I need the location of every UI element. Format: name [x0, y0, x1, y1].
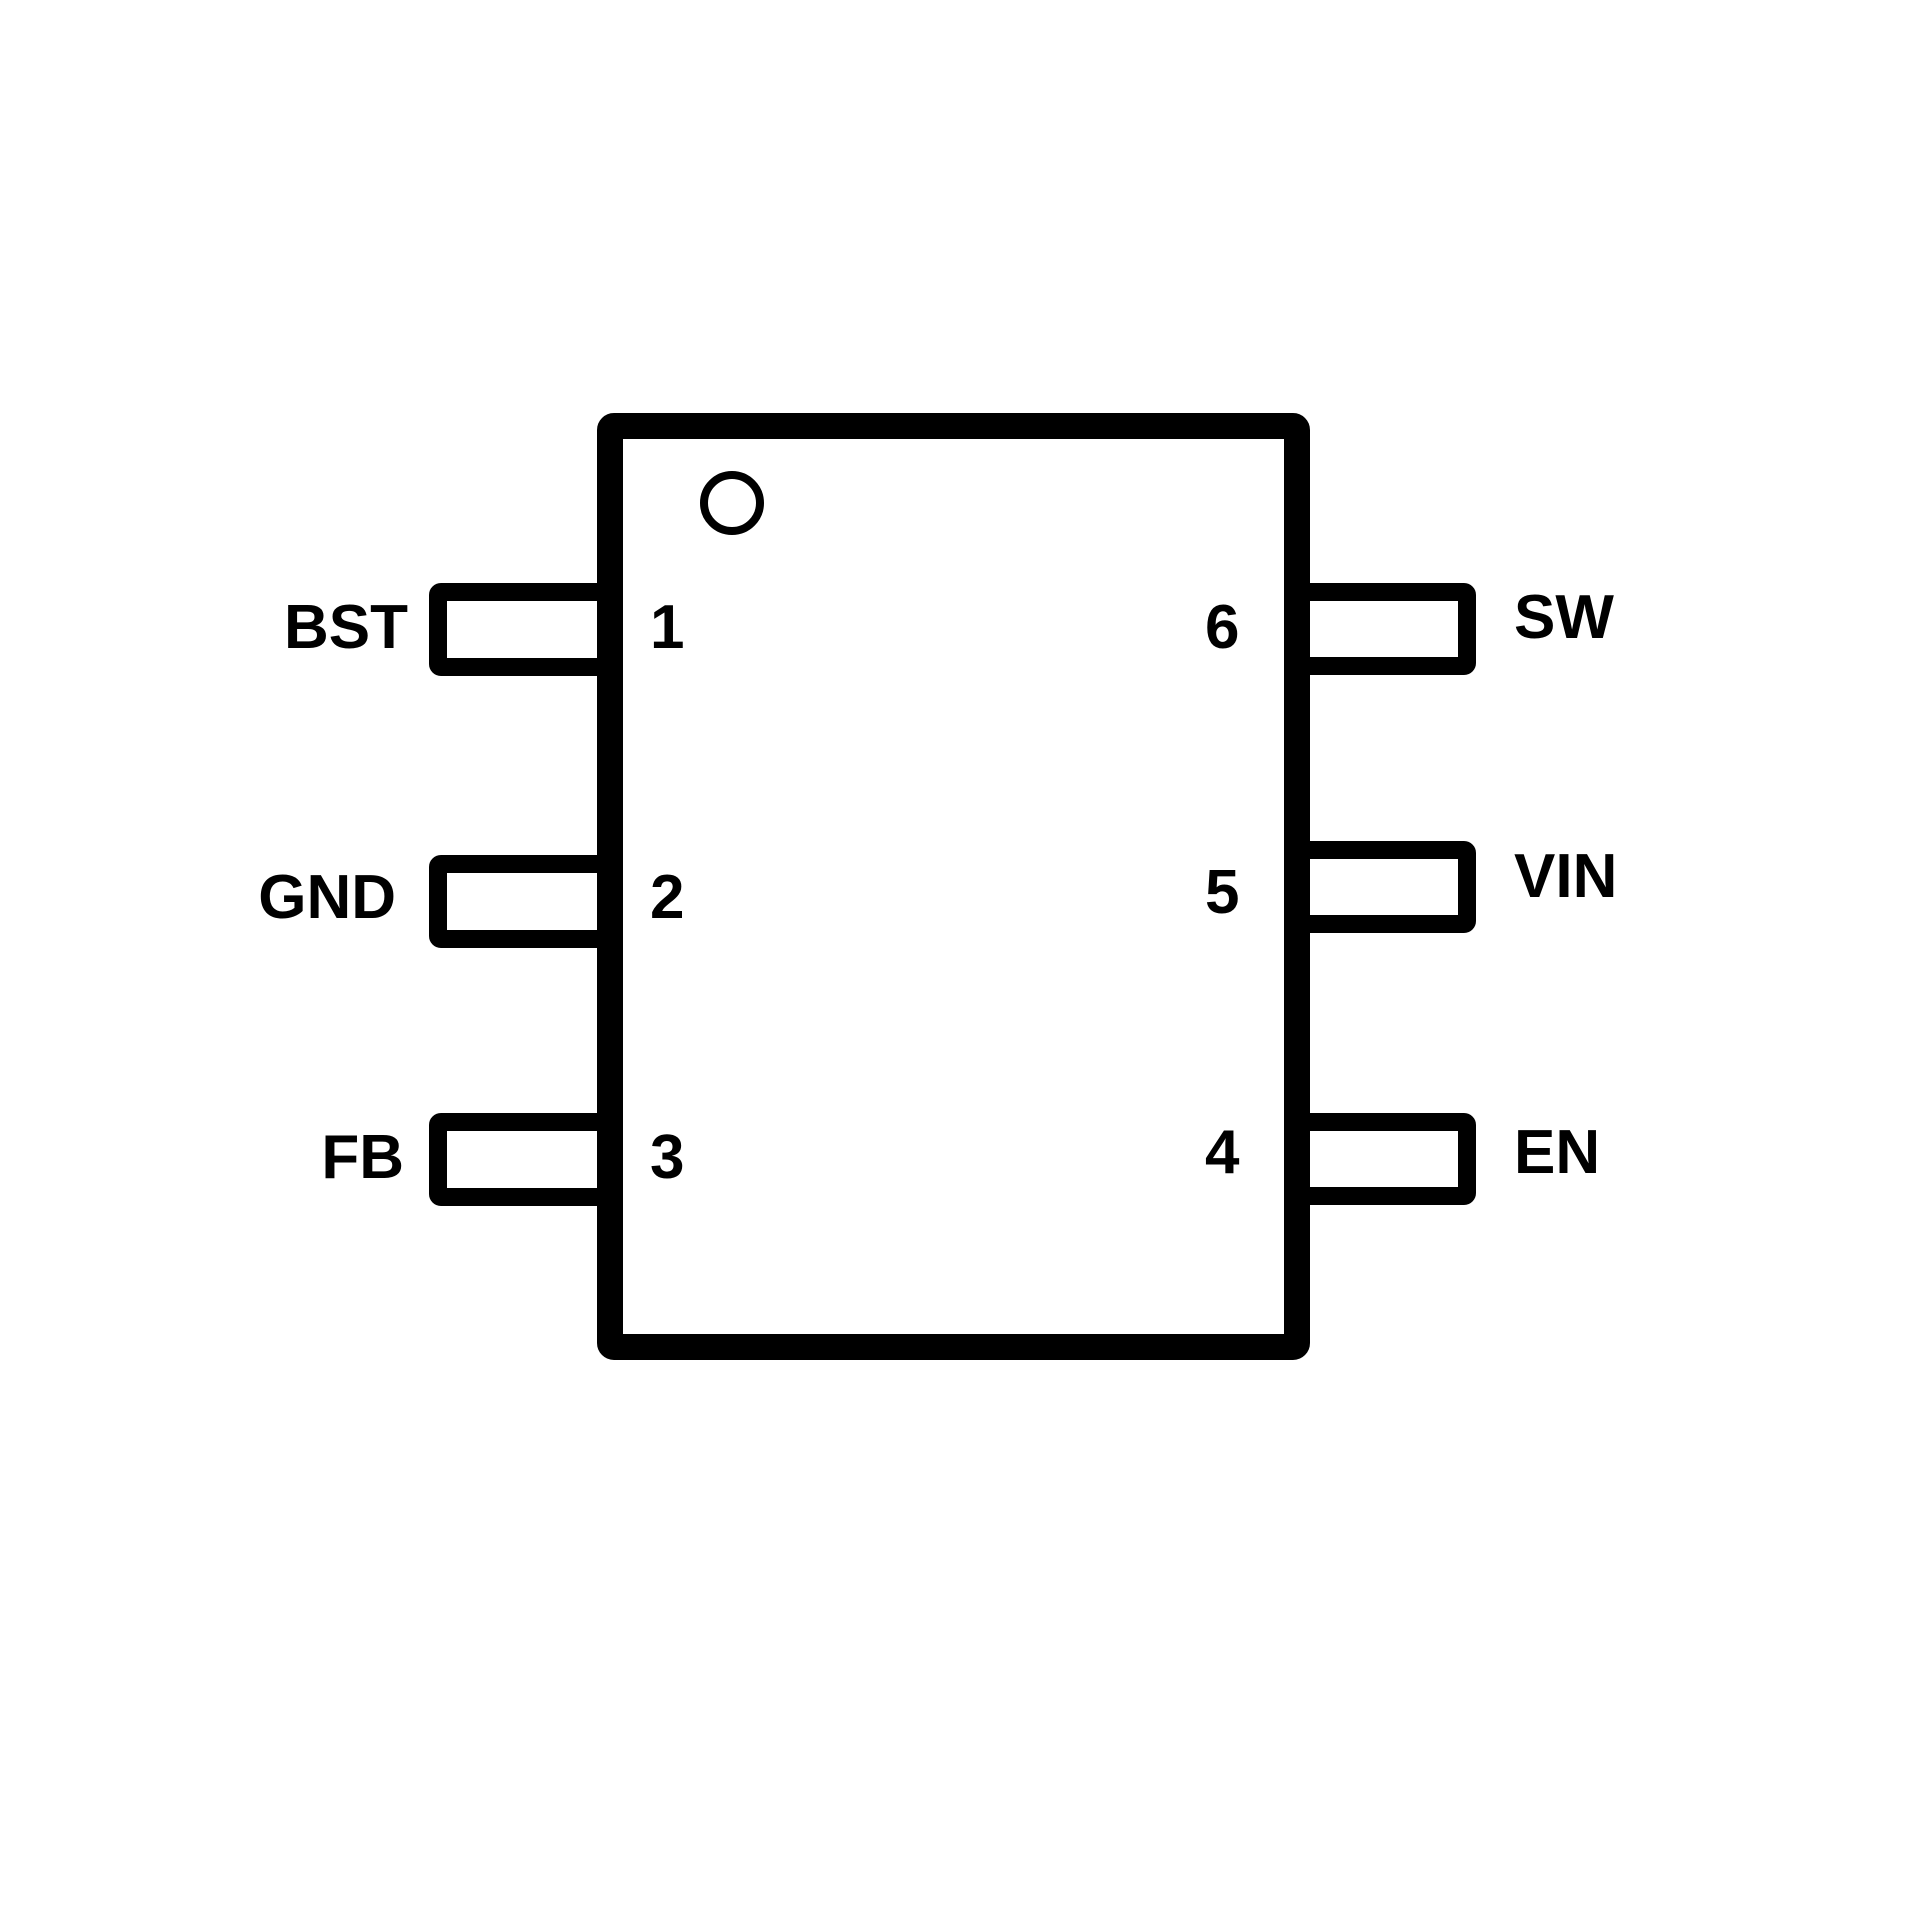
pin-name-1: BST: [284, 593, 408, 662]
pin-5-lead: [1281, 841, 1476, 933]
pin-name-6: SW: [1514, 583, 1614, 652]
pin-6-lead: [1281, 583, 1476, 675]
pin-name-2: GND: [258, 863, 396, 932]
package-body: [597, 413, 1310, 1360]
pin-4-lead: [1281, 1113, 1476, 1205]
pin-name-3: FB: [321, 1123, 404, 1192]
pin-number-1: 1: [650, 593, 684, 662]
pin-name-5: VIN: [1514, 842, 1617, 911]
pin-3-lead: [429, 1113, 617, 1206]
pin-1-lead: [429, 583, 617, 676]
pin-number-6: 6: [1205, 593, 1239, 662]
pin-name-4: EN: [1514, 1118, 1600, 1187]
pin-number-5: 5: [1205, 858, 1239, 927]
pin-number-2: 2: [650, 863, 684, 932]
pin1-marker-circle-icon: [700, 471, 764, 535]
pin-number-4: 4: [1205, 1118, 1240, 1187]
pin-2-lead: [429, 855, 617, 948]
pin-number-3: 3: [650, 1123, 684, 1192]
